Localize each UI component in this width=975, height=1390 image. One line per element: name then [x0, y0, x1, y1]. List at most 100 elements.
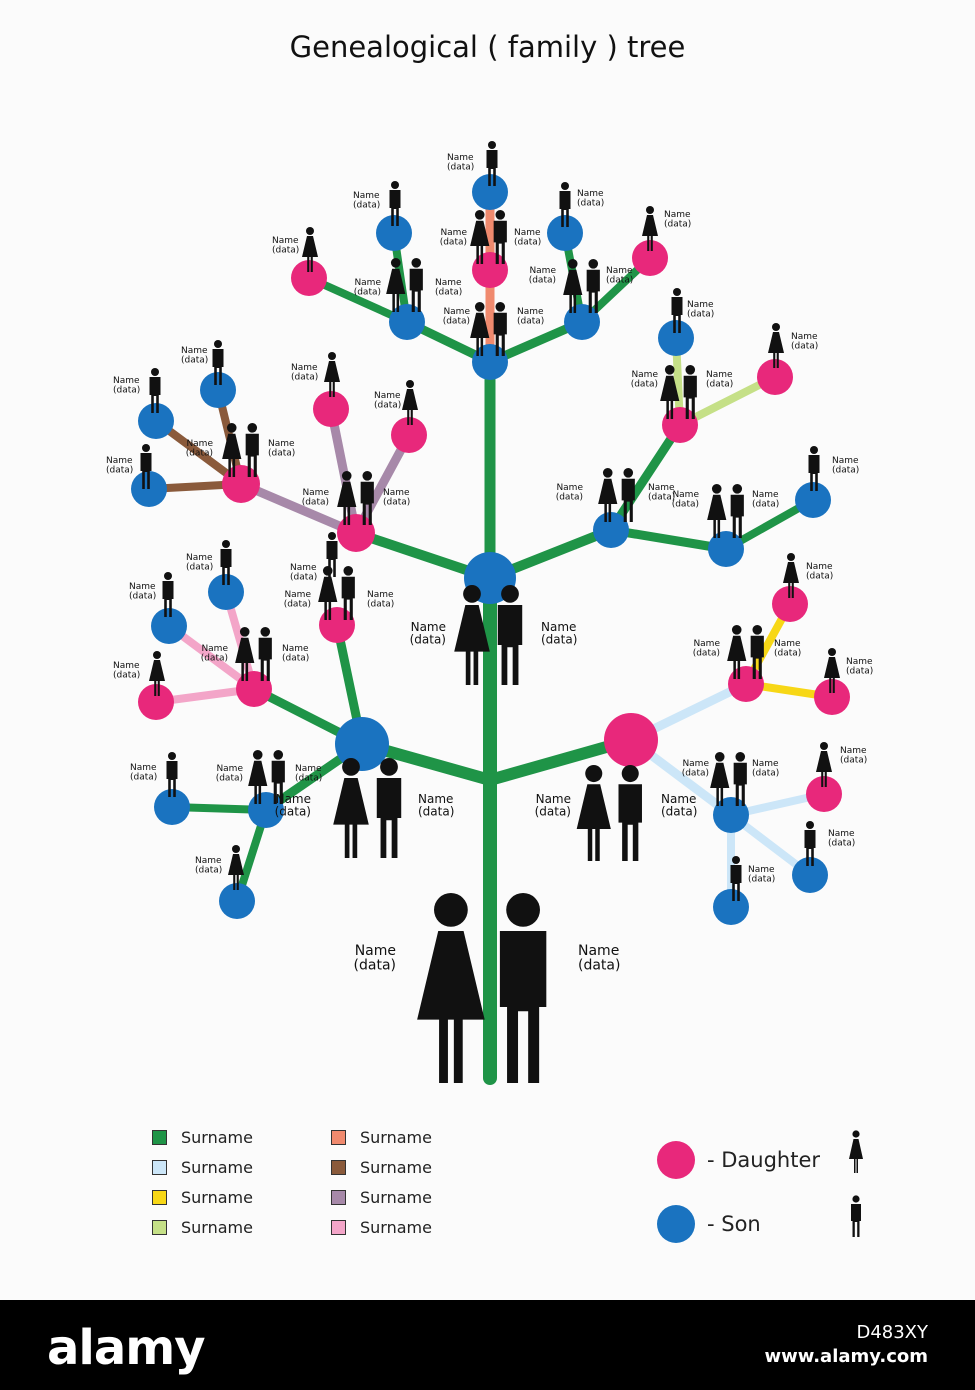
female-figure-icon: [824, 648, 840, 693]
daughter-node: [757, 359, 793, 395]
name-data-label: Name(data): [447, 153, 474, 172]
name-data-label: Name(data): [418, 792, 454, 819]
female-figure-icon: [710, 752, 730, 806]
name-data-label: Name(data): [556, 483, 584, 502]
figure-head: [406, 380, 414, 388]
male-figure-icon: [376, 758, 402, 858]
son-node: [219, 883, 255, 919]
son-node: [708, 531, 744, 567]
daughter-node: [814, 679, 850, 715]
name-data-label: Name(data): [443, 307, 471, 326]
figure-head: [732, 856, 740, 864]
female-figure-icon: [302, 227, 318, 272]
daughter-node: [604, 713, 658, 767]
male-figure-icon: [618, 765, 642, 861]
male-figure-icon: [730, 856, 742, 901]
daughter-node: [806, 776, 842, 812]
figure-body: [402, 389, 418, 425]
name-data-label: Name(data): [291, 363, 318, 382]
legend-swatch: [331, 1130, 346, 1145]
legend-swatch: [152, 1130, 167, 1145]
figure-body: [166, 761, 178, 797]
female-figure-icon: [660, 365, 680, 419]
daughter-dot-icon: [657, 1141, 695, 1179]
name-data-label: Name(data): [828, 829, 855, 848]
legend-label: Surname: [181, 1188, 253, 1207]
name-data-label: Name(data): [275, 792, 311, 819]
figure-head: [142, 444, 150, 452]
figure-head: [735, 752, 746, 762]
daughter-node: [138, 684, 174, 720]
key-label: - Son: [707, 1212, 761, 1236]
key-son: - Son: [657, 1205, 761, 1243]
figure-head: [343, 566, 354, 576]
female-figure-icon: [598, 468, 618, 522]
female-figure-icon: [563, 259, 583, 313]
figure-body: [248, 760, 268, 804]
male-figure-icon: [140, 444, 152, 489]
name-data-label: Name(data): [383, 488, 410, 507]
figure-head: [474, 210, 485, 220]
female-figure-icon: [248, 750, 268, 804]
figure-body: [271, 760, 285, 804]
figure-body: [727, 635, 747, 679]
figure-body: [618, 784, 642, 861]
figure-body: [733, 762, 747, 806]
name-data-label: Name(data): [435, 278, 462, 297]
figure-body: [409, 268, 423, 312]
figure-body: [783, 562, 799, 598]
son-node: [151, 608, 187, 644]
male-figure-icon: [245, 423, 259, 477]
female-figure-icon: [470, 210, 490, 264]
name-data-label: Name(data): [541, 620, 577, 647]
figure-body: [235, 637, 255, 681]
daughter-node: [772, 586, 808, 622]
male-figure-icon: [683, 365, 697, 419]
daughter-node: [313, 391, 349, 427]
son-dot-icon: [657, 1205, 695, 1243]
name-data-label: Name(data): [791, 332, 818, 351]
legend-label: Surname: [360, 1158, 432, 1177]
figure-body: [493, 220, 507, 264]
figure-head: [588, 259, 599, 269]
figure-head: [252, 750, 263, 760]
figure-head: [341, 471, 352, 481]
male-figure-icon: [804, 821, 816, 866]
figure-head: [772, 323, 780, 331]
name-data-label: Name(data): [195, 856, 222, 875]
male-figure-icon: [220, 540, 232, 585]
name-data-label: Name(data): [606, 266, 633, 285]
female-figure-icon: [783, 553, 799, 598]
name-data-label: Name(data): [517, 307, 544, 326]
male-figure-icon: [271, 750, 285, 804]
name-data-label: Name(data): [806, 562, 833, 581]
female-figure-icon: [386, 258, 406, 312]
name-data-label: Name(data): [268, 439, 295, 458]
name-data-label: Name(data): [672, 490, 700, 509]
figure-head: [239, 627, 250, 637]
figure-body: [621, 478, 635, 522]
legend-label: Surname: [181, 1158, 253, 1177]
figure-head: [585, 765, 603, 783]
figure-head: [226, 423, 237, 433]
female-figure-icon: [333, 758, 369, 858]
figure-body: [671, 297, 683, 333]
male-figure-icon: [212, 340, 224, 385]
figure-body: [149, 660, 165, 696]
name-data-label: Name(data): [186, 553, 213, 572]
figure-body: [454, 605, 490, 685]
name-data-label: Name(data): [290, 563, 317, 582]
legend-item: Surname: [331, 1158, 432, 1177]
name-data-label: Name(data): [682, 759, 710, 778]
son-node: [138, 403, 174, 439]
figure-body: [228, 854, 244, 890]
name-data-label: Name(data): [832, 456, 859, 475]
name-data-label: Name(data): [706, 370, 733, 389]
legend-label: Surname: [181, 1218, 253, 1237]
female-figure-icon: [337, 471, 357, 525]
name-data-label: Name(data): [374, 391, 401, 410]
figure-body: [499, 931, 547, 1083]
figure-body: [486, 150, 498, 186]
figure-head: [434, 893, 468, 927]
figure-head: [488, 141, 496, 149]
